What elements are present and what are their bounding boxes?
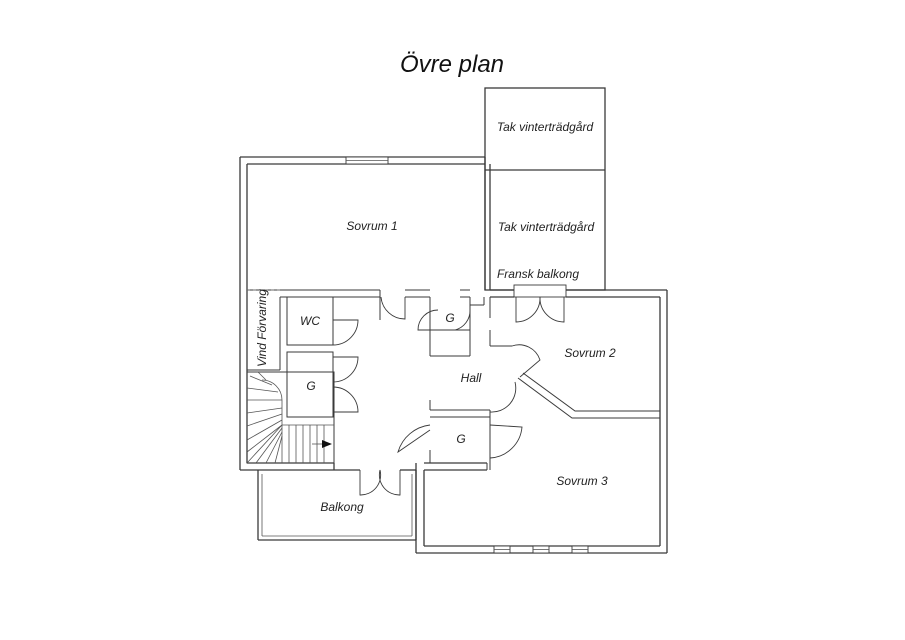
- staircase: [246, 371, 334, 464]
- balcony: [257, 469, 417, 541]
- room-labels: Tak vinterträdgård Tak vinterträdgård Fr…: [255, 120, 616, 514]
- french-balcony: [513, 284, 567, 323]
- windows-sovrum-3: [493, 545, 589, 554]
- label-g-left: G: [306, 379, 315, 393]
- label-sovrum-1: Sovrum 1: [346, 219, 397, 233]
- window-sovrum-1: [345, 156, 389, 165]
- conservatory-roof: [484, 87, 606, 291]
- label-sovrum-3: Sovrum 3: [556, 474, 608, 488]
- label-sovrum-2: Sovrum 2: [564, 346, 616, 360]
- label-fransk-balkong: Fransk balkong: [497, 267, 579, 281]
- label-balkong: Balkong: [320, 500, 364, 514]
- label-vind-forvaring: Vind Förvaring: [255, 289, 269, 367]
- label-hall: Hall: [461, 371, 482, 385]
- stair-arrow-icon: [322, 440, 332, 448]
- interior-doors: [332, 296, 541, 459]
- label-tak-vintertradgard-2: Tak vinterträdgård: [498, 220, 595, 234]
- plan-title: Övre plan: [400, 51, 504, 78]
- label-wc: WC: [300, 314, 320, 328]
- label-tak-vintertradgard-1: Tak vinterträdgård: [497, 120, 594, 134]
- label-g-bottom: G: [456, 432, 465, 446]
- interior-walls: [246, 289, 660, 470]
- label-g-top: G: [445, 311, 454, 325]
